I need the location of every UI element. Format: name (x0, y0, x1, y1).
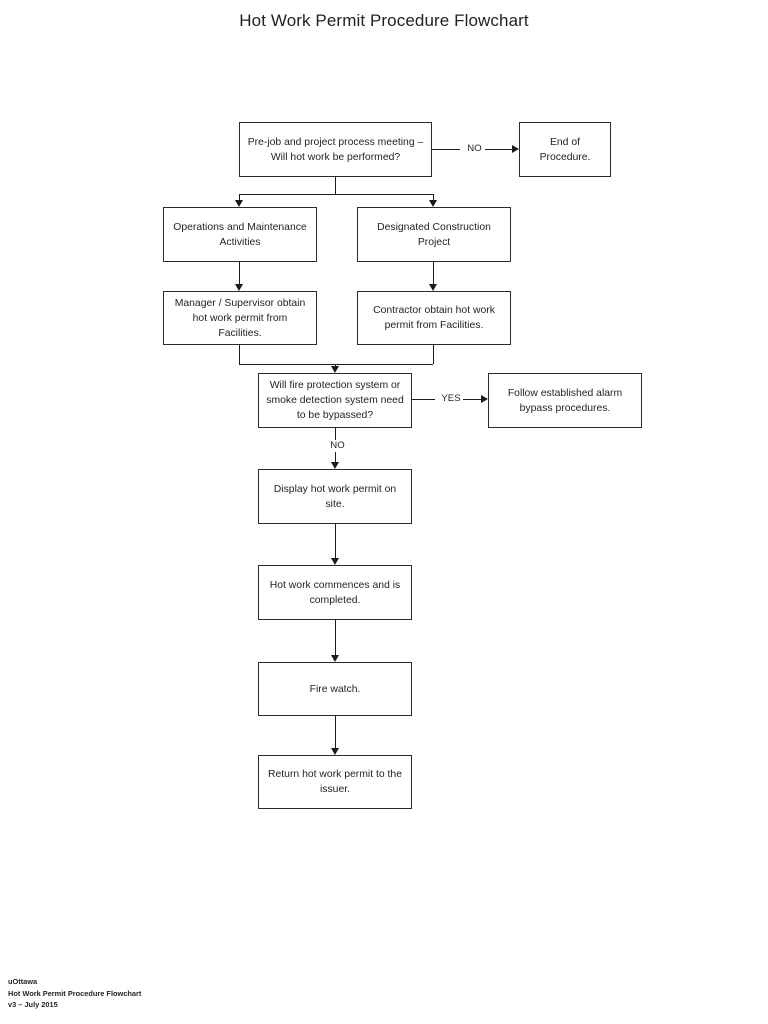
edge-commences-to-firewatch (335, 620, 336, 655)
edge-arrow-decision-to-display (330, 462, 339, 469)
footer-version: v3 – July 2015 (8, 1000, 58, 1010)
node-contractor-obtain-permit: Contractor obtain hot work permit from F… (357, 291, 511, 345)
edge-arrow-merge-to-decision (330, 366, 339, 373)
edge-arrow-prejob-to-end (512, 144, 519, 153)
node-display-permit: Display hot work permit on site. (258, 469, 412, 524)
node-bypass-decision: Will fire protection system or smoke det… (258, 373, 412, 428)
edge-arrow-commences-to-firewatch (330, 655, 339, 662)
edge-firewatch-to-return (335, 716, 336, 748)
edge-arrow-to-designated-project (428, 200, 437, 207)
node-alarm-bypass-procedures: Follow established alarm bypass procedur… (488, 373, 642, 428)
footer-organization: uOttawa (8, 977, 38, 986)
edge-contractor-stub-down (433, 345, 434, 364)
edge-manager-stub-down (239, 345, 240, 364)
footer-document-title: Hot Work Permit Procedure Flowchart (8, 988, 142, 998)
node-operations-maintenance: Operations and Maintenance Activities (163, 207, 317, 262)
node-work-commences-label: Hot work commences and is completed. (269, 579, 401, 606)
edge-branch-right-down (433, 194, 434, 200)
node-manager-obtain-permit: Manager / Supervisor obtain hot work per… (163, 291, 317, 345)
node-bypass-decision-label: Will fire protection system or smoke det… (266, 380, 404, 421)
edge-decision-down-lower (335, 452, 336, 462)
edge-decision-down-upper (335, 428, 336, 440)
node-return-permit-label: Return hot work permit to the issuer. (268, 769, 402, 795)
edge-prejob-to-end-left (432, 149, 460, 150)
edge-arrow-operations-to-manager (234, 284, 243, 291)
edge-branch-left-down (239, 194, 240, 200)
edge-decision-to-alarm-right (463, 399, 481, 400)
node-prejob-meeting-label: Pre-job and project process meeting – Wi… (247, 136, 424, 163)
edge-arrow-display-to-commences (330, 558, 339, 565)
edge-prejob-to-end-right (485, 149, 512, 150)
edge-arrow-firewatch-to-return (330, 748, 339, 755)
edge-decision-to-alarm-left (412, 399, 435, 400)
node-designated-construction-project: Designated Construction Project (357, 207, 511, 262)
footer: uOttawa Hot Work Permit Procedure Flowch… (8, 976, 141, 1011)
edge-label-bypass-no: NO (323, 440, 352, 452)
node-work-commences: Hot work commences and is completed. (258, 565, 412, 620)
edge-operations-to-manager (239, 262, 240, 284)
edge-arrow-designated-to-contractor (428, 284, 437, 291)
page-title: Hot Work Permit Procedure Flowchart (239, 11, 529, 30)
edge-arrow-decision-to-alarm (481, 394, 488, 403)
node-manager-obtain-permit-label: Manager / Supervisor obtain hot work per… (174, 297, 306, 339)
node-contractor-obtain-permit-label: Contractor obtain hot work permit from F… (373, 305, 495, 331)
edge-label-bypass-yes: YES (435, 393, 467, 405)
node-operations-maintenance-label: Operations and Maintenance Activities (173, 221, 307, 248)
edge-merge-bar (239, 364, 433, 365)
node-end-of-procedure-label: End of Procedure. (539, 136, 591, 163)
edge-arrow-to-operations (234, 200, 243, 207)
node-end-of-procedure: End of Procedure. (519, 122, 611, 177)
node-prejob-meeting: Pre-job and project process meeting – Wi… (239, 122, 432, 177)
edge-display-to-commences (335, 524, 336, 558)
node-designated-construction-project-label: Designated Construction Project (377, 221, 491, 248)
edge-merge-down-to-decision (335, 364, 336, 367)
node-fire-watch-label: Fire watch. (309, 683, 361, 695)
node-fire-watch: Fire watch. (258, 662, 412, 716)
edge-branch-bar-top (239, 194, 433, 195)
node-display-permit-label: Display hot work permit on site. (273, 483, 397, 510)
node-alarm-bypass-procedures-label: Follow established alarm bypass procedur… (507, 387, 623, 414)
edge-designated-to-contractor (433, 262, 434, 284)
edge-label-prejob-no: NO (460, 143, 489, 155)
node-return-permit: Return hot work permit to the issuer. (258, 755, 412, 809)
edge-prejob-stub-down (335, 177, 336, 194)
